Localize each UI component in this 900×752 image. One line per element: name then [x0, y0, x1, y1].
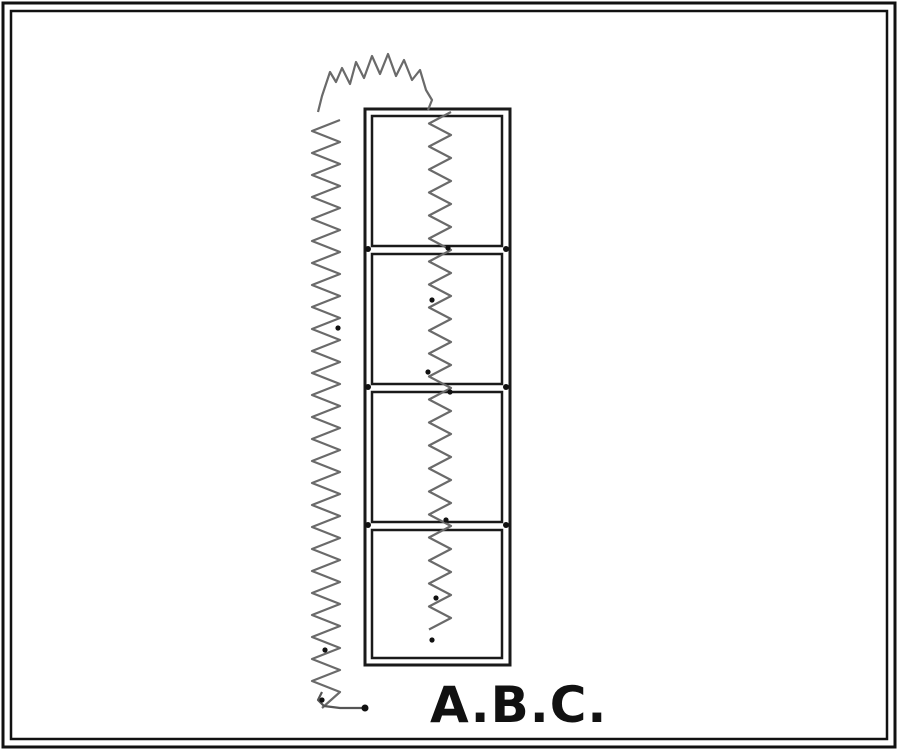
wire-node-dot [429, 637, 435, 643]
wire-end-terminal [361, 704, 369, 712]
wire-node-dot [425, 369, 431, 375]
cell-3 [370, 390, 504, 524]
diagram-label: A.B.C. [430, 676, 607, 734]
wire-node-dot [445, 245, 451, 251]
joint-dot [365, 522, 371, 528]
divider-joints [365, 246, 509, 528]
joint-dot [503, 384, 509, 390]
cell-4 [370, 528, 504, 660]
zigzag-wire-through-cells [427, 111, 453, 631]
joint-dot [503, 246, 509, 252]
wire-node-dot [319, 697, 325, 703]
joint-dot [365, 246, 371, 252]
inner-frame [9, 9, 889, 741]
zigzag-wire-top-loop [316, 52, 434, 113]
wire-node-dot [447, 389, 453, 395]
column-outer-border [363, 107, 512, 667]
wire-node-dots [319, 245, 453, 703]
zigzag-wire-end-lead [316, 691, 365, 710]
wire-node-dot [429, 297, 435, 303]
cell-1 [370, 114, 504, 248]
zigzag-wire-return [310, 118, 342, 709]
cell-column [363, 107, 512, 667]
joint-dot [503, 522, 509, 528]
cell-2 [370, 252, 504, 386]
wire-node-dot [433, 595, 439, 601]
wire-node-dot [322, 647, 328, 653]
wire-node-dot [443, 517, 449, 523]
wire-node-dot [335, 325, 341, 331]
joint-dot [365, 384, 371, 390]
